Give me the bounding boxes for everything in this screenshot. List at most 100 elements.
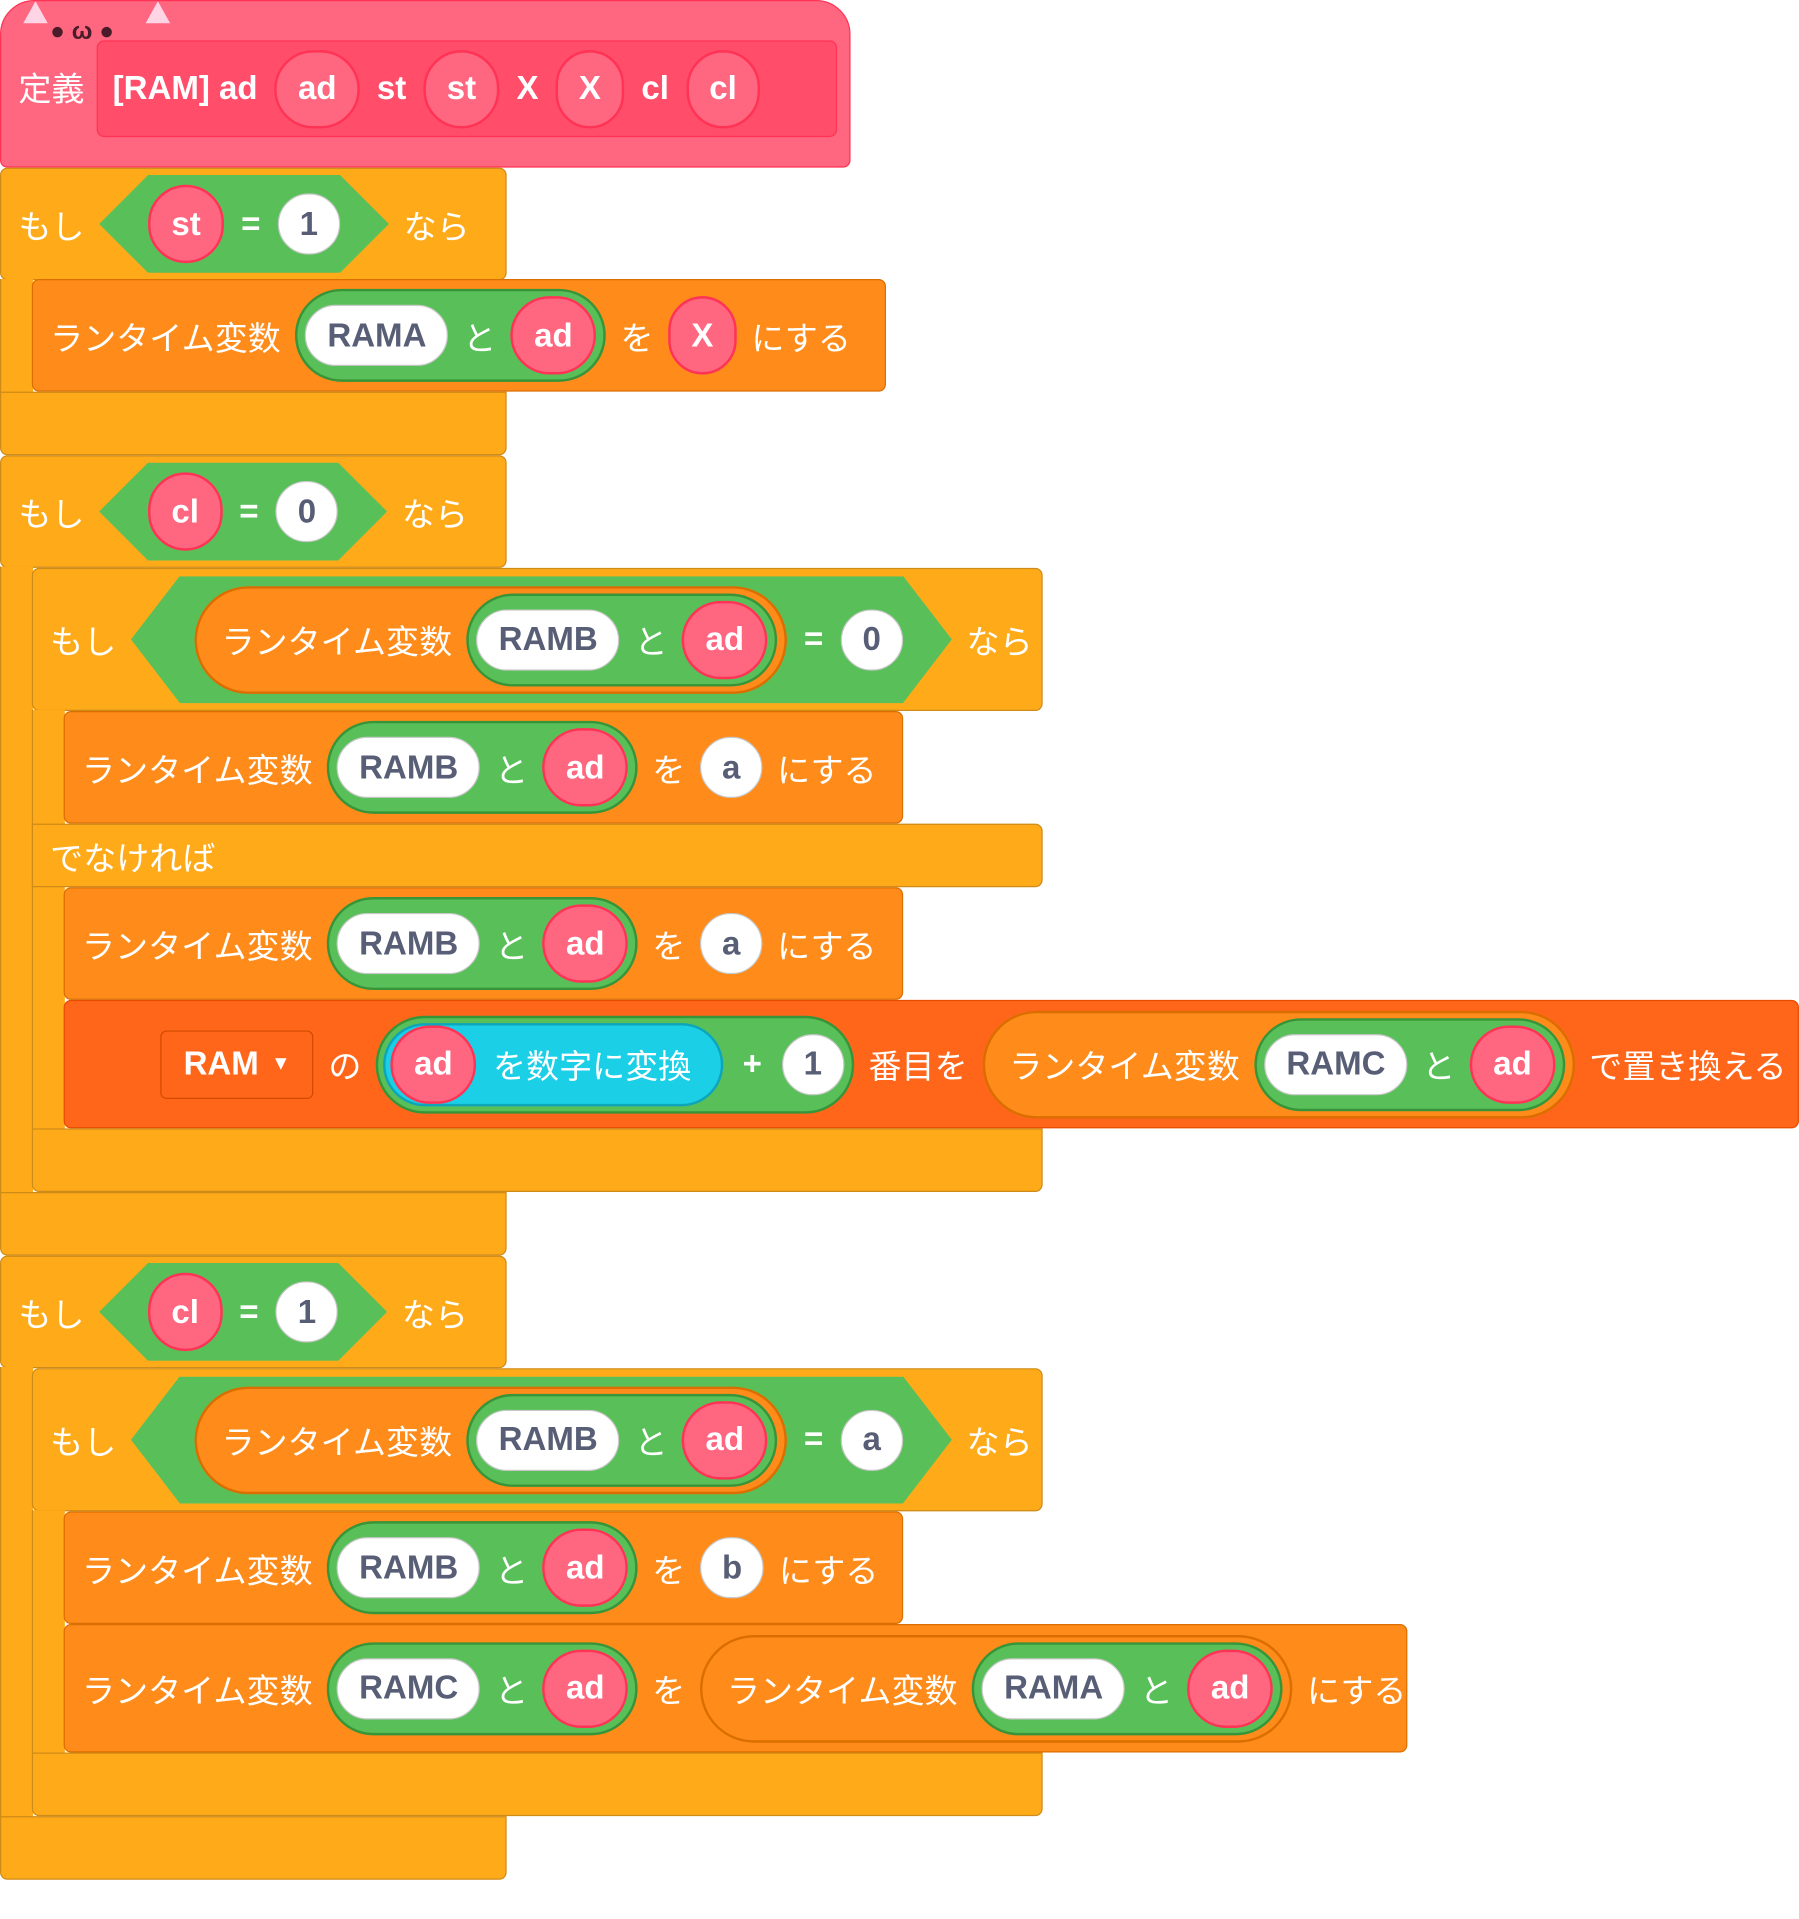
param-cl[interactable]: cl — [148, 472, 222, 550]
param-ad[interactable]: ad — [542, 904, 628, 983]
param-ad[interactable]: ad — [682, 1401, 767, 1479]
equals-sign: = — [804, 620, 824, 658]
prototype-block[interactable]: [RAM] ad ad st st X X cl cl — [96, 40, 838, 138]
list-name[interactable]: RAMA — [982, 1657, 1126, 1719]
param-ad[interactable]: ad — [390, 1024, 476, 1104]
param-ad[interactable]: ad — [542, 1649, 628, 1728]
list-name[interactable]: RAMC — [1264, 1033, 1408, 1095]
then-label: なら — [401, 496, 468, 533]
arg-cl[interactable]: cl — [686, 49, 761, 128]
value-input[interactable]: b — [699, 1537, 765, 1599]
cat-ear-right — [145, 1, 171, 24]
list-name[interactable]: RAMB — [337, 912, 481, 975]
block-label: ランタイム変数 — [50, 320, 281, 357]
block-label: ランタイム変数 — [221, 624, 453, 661]
list-name[interactable]: RAMA — [305, 304, 449, 366]
block-label: ランタイム変数 — [81, 752, 313, 789]
value-input[interactable]: a — [699, 736, 763, 798]
add-value[interactable]: 1 — [781, 1033, 845, 1095]
param-st[interactable]: st — [148, 185, 224, 263]
else-section: でなければ — [31, 823, 1043, 888]
list-name[interactable]: RAMB — [477, 609, 620, 670]
compare-value[interactable]: 0 — [276, 481, 338, 542]
param-ad[interactable]: ad — [682, 600, 767, 678]
param-cl[interactable]: cl — [148, 1273, 222, 1351]
param-ad[interactable]: ad — [542, 728, 628, 807]
block-label: で置き換える — [1589, 1048, 1787, 1086]
block-label: を — [652, 928, 686, 965]
list-dropdown[interactable]: RAM ▼ — [160, 1029, 314, 1099]
param-ad[interactable]: ad — [1469, 1024, 1556, 1104]
list-name[interactable]: RAMB — [477, 1409, 620, 1470]
param-ad[interactable]: ad — [510, 296, 596, 375]
and-label: と — [463, 320, 497, 357]
block-label: ランタイム変数 — [81, 928, 313, 965]
compare-value[interactable]: 0 — [840, 609, 902, 670]
list-name[interactable]: RAMB — [337, 1537, 481, 1599]
if-arm — [0, 1366, 34, 1818]
if-label: もし — [50, 1424, 117, 1462]
if-bottom — [31, 1752, 1043, 1817]
compare-value[interactable]: 1 — [278, 193, 340, 254]
if-block-cl-0[interactable]: もし cl = 0 なら — [0, 455, 507, 568]
if-label: もし — [18, 496, 85, 533]
block-label: にする — [1306, 1672, 1407, 1710]
if-else-arm — [31, 709, 65, 1130]
param-x[interactable]: X — [668, 296, 737, 375]
dropdown-value: RAM — [183, 1045, 259, 1082]
block-label: 番目を — [868, 1048, 968, 1086]
if-label: もし — [18, 1296, 85, 1334]
arg-x[interactable]: X — [555, 49, 625, 128]
list-name[interactable]: RAMC — [337, 1657, 481, 1719]
equals-condition[interactable]: st = 1 — [99, 175, 389, 273]
and-label: と — [634, 1424, 668, 1462]
block-label: ランタイム変数 — [1009, 1048, 1240, 1086]
join-reporter[interactable]: RAMB と ad — [467, 1393, 777, 1486]
block-label: にする — [777, 752, 877, 789]
block-label: にする — [778, 1552, 879, 1590]
compare-value[interactable]: a — [840, 1409, 902, 1470]
equals-condition[interactable]: cl = 0 — [99, 463, 387, 561]
param-ad[interactable]: ad — [1187, 1649, 1273, 1728]
equals-sign: = — [239, 1292, 259, 1330]
block-label: にする — [777, 928, 877, 965]
arg-st[interactable]: st — [423, 49, 500, 128]
equals-sign: = — [239, 492, 259, 530]
if-block-cl-1[interactable]: もし cl = 1 なら — [0, 1255, 507, 1369]
equals-sign: = — [241, 204, 261, 242]
define-block[interactable]: ● ω ● 定義 [RAM] ad ad st st X X cl cl — [0, 0, 851, 168]
equals-condition[interactable]: cl = 1 — [99, 1263, 387, 1361]
value-input[interactable]: a — [699, 912, 763, 975]
arg-ad[interactable]: ad — [274, 49, 360, 128]
join-reporter[interactable]: RAMA と ad — [295, 288, 606, 382]
dropdown-arrow-icon: ▼ — [271, 1053, 291, 1074]
param-ad[interactable]: ad — [542, 1528, 628, 1607]
list-name[interactable]: RAMB — [337, 736, 481, 798]
compare-value[interactable]: 1 — [276, 1281, 338, 1342]
if-block-st[interactable]: もし st = 1 なら — [0, 167, 507, 281]
